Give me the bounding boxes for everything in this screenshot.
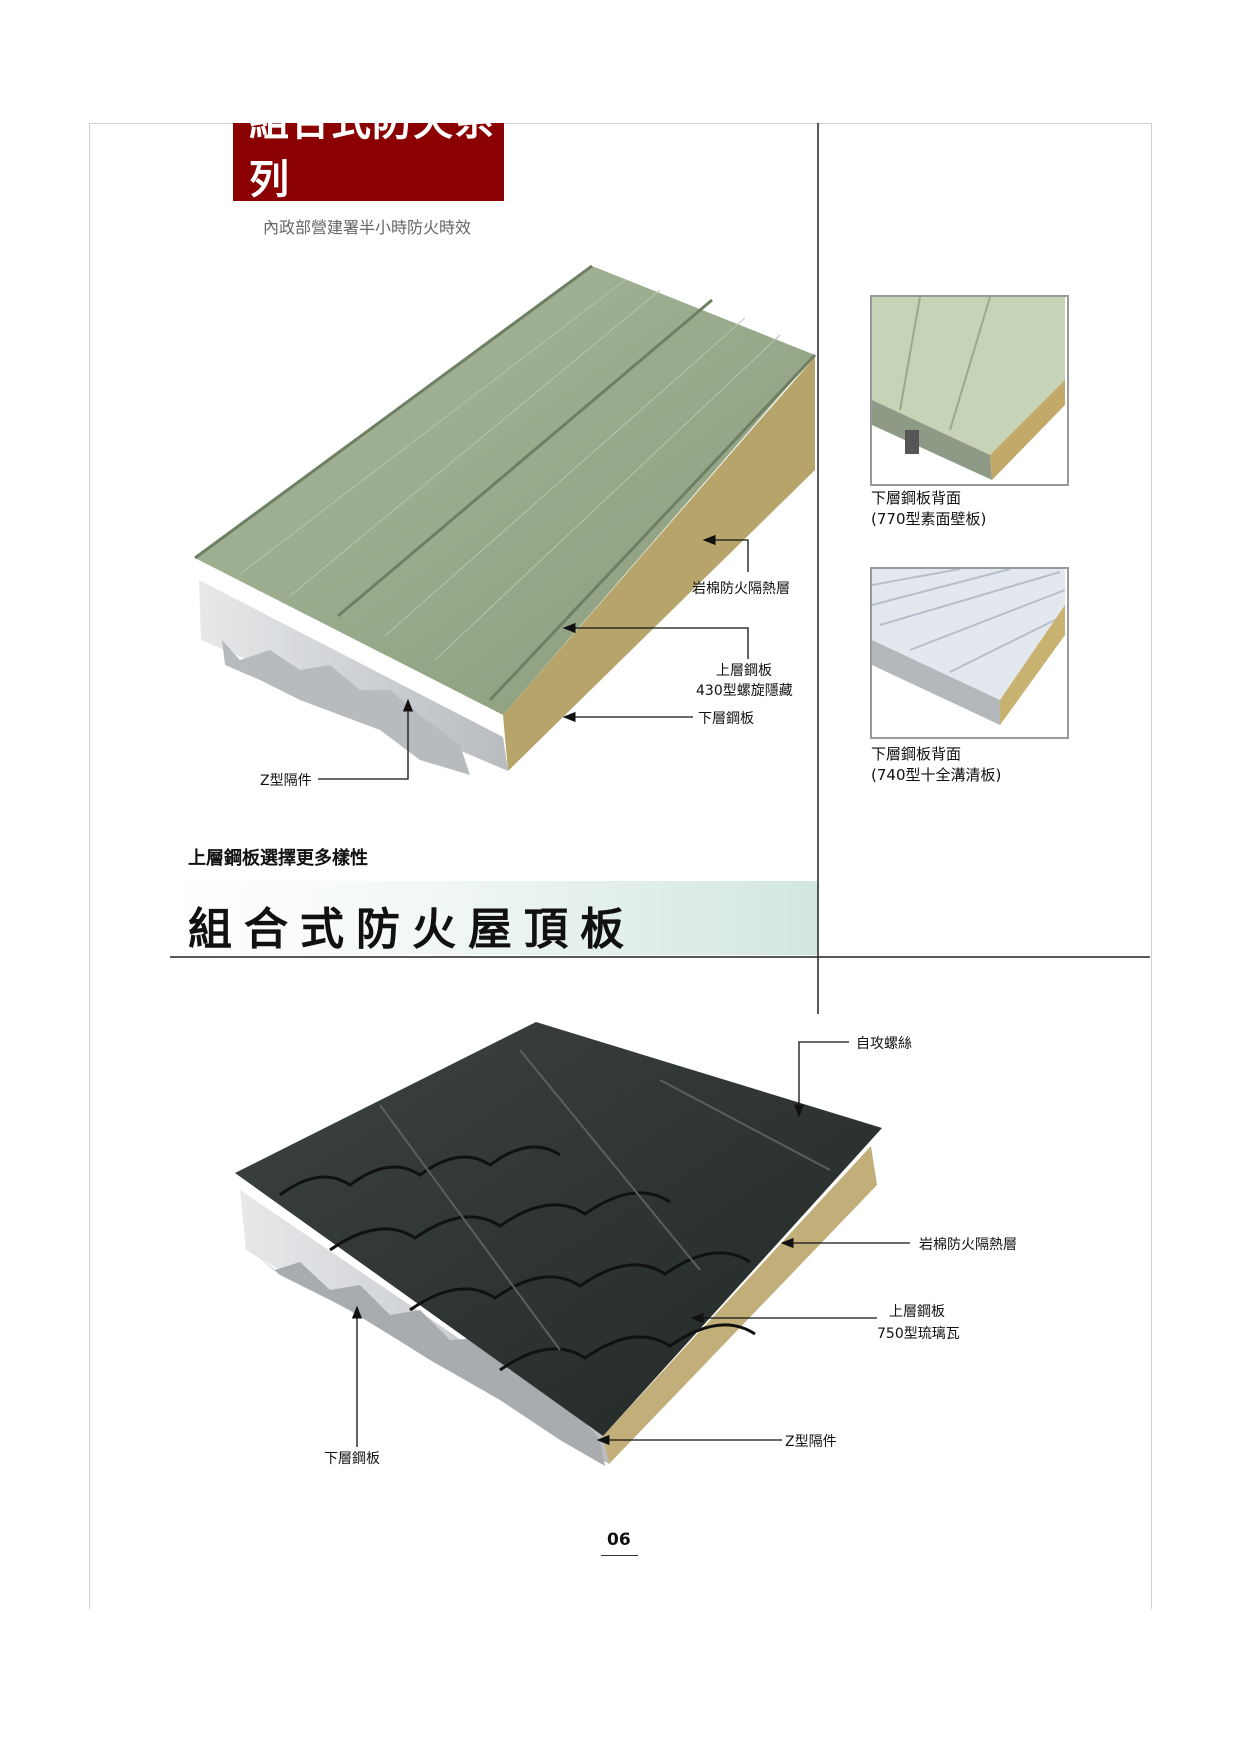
section-title: 組合式防火屋頂板	[188, 904, 636, 955]
thumb-770	[870, 295, 1069, 486]
caption-770-line2: (770型素面壁板)	[871, 510, 987, 528]
tile-sheet	[235, 1022, 882, 1436]
thumb-740-illustration	[871, 568, 1066, 725]
page-frame	[89, 123, 1152, 1609]
top-panel-illustration	[194, 264, 817, 775]
label-rockwool-bottom: 岩棉防火隔熱層	[919, 1237, 1017, 1253]
label-lower-plate: 下層鋼板	[698, 711, 754, 727]
label-lower-plate-bottom: 下層鋼板	[324, 1451, 380, 1467]
tagline: 上層鋼板選擇更多樣性	[188, 848, 368, 869]
thumb-770-illustration	[872, 296, 1065, 480]
label-rockwool: 岩棉防火隔熱層	[692, 581, 790, 597]
label-upper-plate: 上層鋼板	[716, 663, 772, 679]
label-upper-plate-type-bottom: 750型琉璃瓦	[877, 1326, 960, 1342]
caption-740-line2: (740型十全溝清板)	[871, 766, 1002, 784]
label-upper-plate-bottom: 上層鋼板	[889, 1304, 945, 1320]
caption-770: 下層鋼板背面 (770型素面壁板)	[871, 488, 986, 530]
label-upper-plate-type: 430型螺旋隱藏	[696, 683, 793, 699]
label-z-spacer-bottom: Z型隔件	[785, 1434, 837, 1450]
caption-770-line1: 下層鋼板背面	[871, 489, 962, 507]
rockwool-layer	[603, 1146, 877, 1464]
page-number: 06	[607, 1530, 631, 1550]
certification-text: 內政部營建署半小時防火時效	[263, 218, 472, 237]
label-screw: 自攻螺絲	[856, 1036, 912, 1052]
page-number-underline	[601, 1555, 638, 1556]
caption-740: 下層鋼板背面 (740型十全溝清板)	[871, 744, 1001, 786]
top-leader-lines	[318, 534, 749, 780]
series-banner: 組合式防火系列	[233, 99, 504, 203]
section-title-band: 組合式防火屋頂板	[170, 881, 817, 955]
thumb-740	[870, 567, 1069, 739]
series-title: 組合式防火系列	[249, 99, 495, 203]
label-z-spacer: Z型隔件	[260, 773, 312, 789]
caption-740-line1: 下層鋼板背面	[871, 745, 962, 763]
bottom-panel-illustration	[235, 1022, 882, 1466]
bottom-leader-lines	[351, 1041, 910, 1447]
top-sheet	[195, 266, 815, 715]
rockwool-layer	[503, 357, 815, 771]
